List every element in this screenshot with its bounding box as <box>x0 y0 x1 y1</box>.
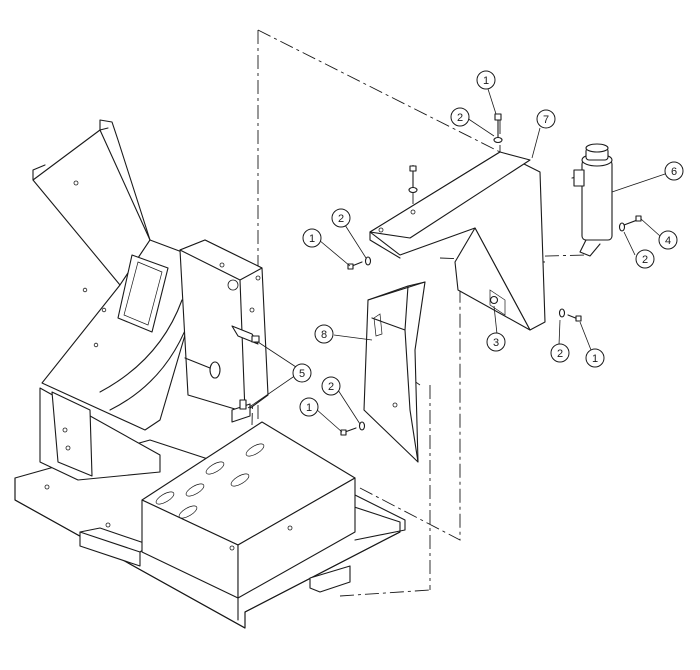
callout-2-right: 2 <box>550 343 570 363</box>
svg-text:2: 2 <box>328 381 334 393</box>
svg-text:6: 6 <box>671 166 677 178</box>
part-6-cylinder <box>571 143 613 257</box>
callout-1-shield: 1 <box>299 397 319 417</box>
svg-text:1: 1 <box>306 402 312 414</box>
svg-text:1: 1 <box>592 353 598 365</box>
svg-text:7: 7 <box>543 114 549 126</box>
svg-text:4: 4 <box>665 235 671 247</box>
svg-text:2: 2 <box>338 213 344 225</box>
svg-text:8: 8 <box>321 329 327 341</box>
callout-1-top: 1 <box>476 70 496 90</box>
callouts: 1 2 7 6 2 1 4 2 <box>292 70 684 417</box>
callout-4: 4 <box>658 230 678 250</box>
leader-lines <box>247 88 666 433</box>
svg-text:2: 2 <box>457 112 463 124</box>
mount-plate <box>179 239 269 413</box>
svg-text:5: 5 <box>299 368 305 380</box>
box-slots <box>155 443 265 519</box>
callout-1-left-cover: 1 <box>302 228 322 248</box>
svg-text:2: 2 <box>642 254 648 266</box>
part-5-brackets <box>231 325 260 423</box>
svg-text:1: 1 <box>483 75 489 87</box>
svg-text:2: 2 <box>557 348 563 360</box>
callout-3: 3 <box>486 332 506 352</box>
svg-text:1: 1 <box>309 233 315 245</box>
callout-7: 7 <box>536 109 556 129</box>
callout-5: 5 <box>292 363 312 383</box>
callout-2-top: 2 <box>450 107 470 127</box>
part-8-shield <box>363 281 426 463</box>
part-7-cover <box>369 151 546 331</box>
callout-1-right: 1 <box>585 348 605 368</box>
center-box <box>141 421 406 621</box>
left-housing <box>32 119 193 481</box>
callout-2-cylinder: 2 <box>635 249 655 269</box>
callout-6: 6 <box>664 161 684 181</box>
callout-2-left-cover: 2 <box>331 208 351 228</box>
fasteners <box>340 113 642 436</box>
callout-8: 8 <box>314 324 334 344</box>
callout-2-shield: 2 <box>321 376 341 396</box>
svg-text:3: 3 <box>493 337 499 349</box>
